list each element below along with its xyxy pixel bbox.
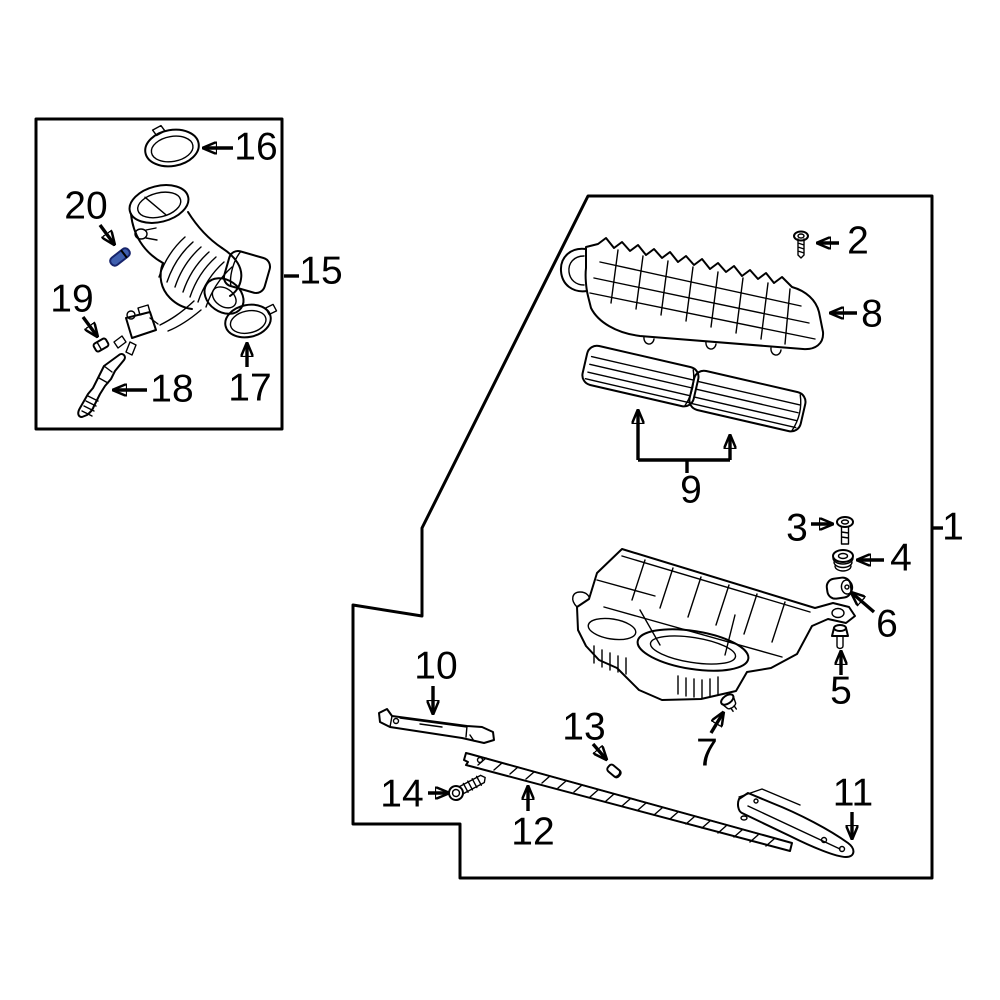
air-intake-hose-part-15 [113,184,272,356]
callout-15: 15 [299,249,343,293]
callout-2: 2 [847,219,869,263]
callout-16: 16 [234,125,278,169]
hose-clamp-lower-part-17 [224,303,278,339]
callout-14: 14 [380,772,424,816]
push-pin-part-5 [831,624,849,650]
callout-11: 11 [832,771,874,815]
callout-10: 10 [414,644,458,688]
vent-hose-part-18 [77,352,126,418]
pin-part-13 [606,763,622,779]
callout-3: 3 [786,506,808,550]
callout-4: 4 [890,536,912,580]
support-bracket-part-10 [378,708,495,744]
highlighted-connector-part-20 [109,247,131,267]
callout-8: 8 [861,292,883,336]
screw-part-2 [793,230,809,259]
main-panel-border [351,194,934,880]
grommet-part-4 [832,549,854,572]
callout-20: 20 [64,184,108,228]
callout-19: 19 [50,277,94,321]
callout-5: 5 [830,669,852,713]
seal-strip-part-12 [463,752,793,852]
air-cleaner-housing [572,548,856,701]
callout-18: 18 [150,367,194,411]
bolt-part-14 [448,774,486,801]
air-cleaner-cover-part-8 [559,237,825,356]
retaining-clip-part-19 [92,337,110,353]
callout-arrows [81,148,943,838]
hose-clamp-upper-part-16 [144,124,200,168]
callout-1: 1 [942,505,964,549]
air-filter-element-left [581,344,700,408]
callout-13: 13 [562,705,606,749]
callout-9: 9 [680,468,702,512]
pin-part-7 [720,693,738,713]
air-filter-element-right [688,369,807,433]
bushing-part-6 [825,576,854,600]
callout-7: 7 [696,731,718,775]
screw-part-3 [836,516,854,545]
callout-12: 12 [511,810,555,854]
inset-panel-border [34,117,284,431]
callout-6: 6 [876,602,898,646]
callout-17: 17 [228,366,272,410]
support-bracket-part-11 [737,788,855,858]
